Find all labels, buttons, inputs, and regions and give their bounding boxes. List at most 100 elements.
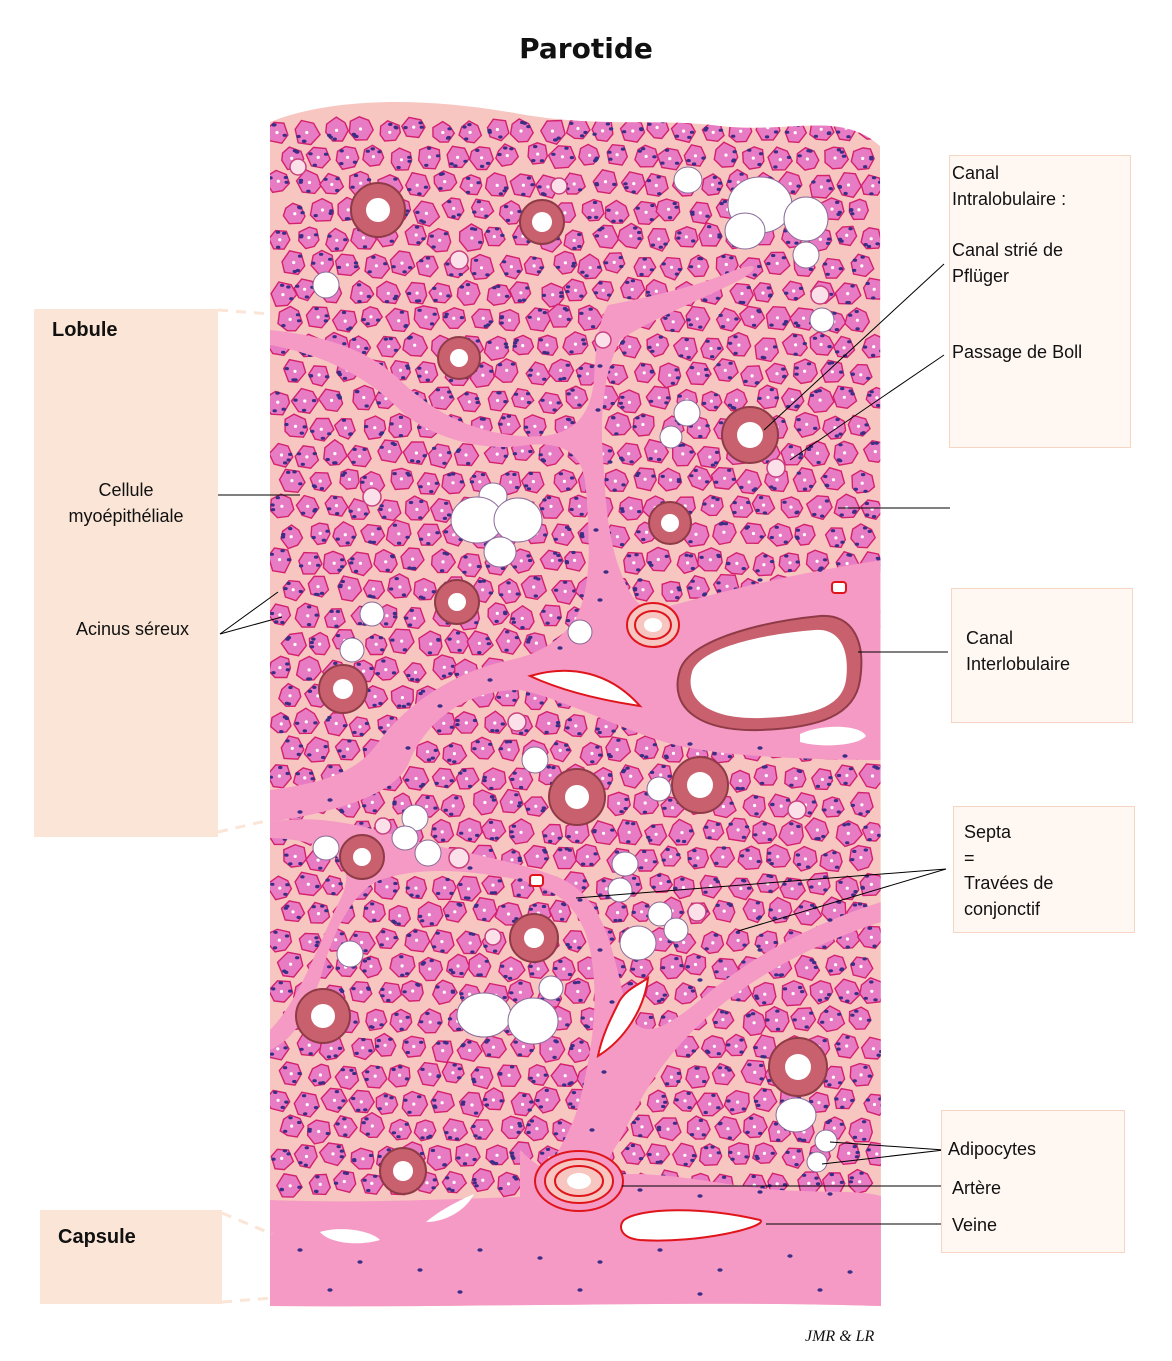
serous-acinus (414, 361, 439, 384)
serous-acinus (552, 846, 577, 870)
serous-acinus (700, 494, 724, 517)
serous-acinus (390, 685, 415, 710)
serous-acinus (809, 116, 835, 141)
serous-acinus (850, 253, 875, 278)
serous-acinus (581, 198, 605, 222)
connective-nucleus (847, 1270, 853, 1274)
serous-acinus (620, 171, 646, 195)
serous-acinus (792, 467, 817, 493)
serous-acinus (284, 413, 309, 438)
serous-acinus (270, 281, 298, 307)
serous-acinus (389, 359, 412, 381)
page-title: Parotide (519, 32, 653, 65)
serous-acinus (512, 334, 535, 356)
connective-nucleus (593, 528, 599, 532)
serous-acinus (442, 306, 467, 330)
serous-acinus (847, 414, 871, 437)
interlobular-label-1: Canal (966, 628, 1014, 648)
serous-acinus (457, 552, 483, 578)
serous-acinus (469, 253, 495, 281)
connective-nucleus (597, 1260, 603, 1264)
serous-acinus (536, 334, 559, 357)
serous-acinus (539, 119, 566, 146)
serous-acini (270, 113, 881, 1198)
serous-acinus (295, 494, 320, 520)
serous-acinus (553, 468, 578, 493)
serous-acinus (325, 116, 349, 142)
serous-acinus (686, 574, 711, 599)
serous-acinus (509, 173, 537, 198)
serous-acinus (672, 441, 697, 467)
serous-acinus (346, 444, 372, 468)
serous-acinus (362, 144, 385, 167)
serous-acinus (860, 227, 881, 250)
serous-acinus (495, 627, 522, 655)
connective-nucleus (597, 364, 603, 368)
serous-acinus (862, 277, 881, 300)
serous-acinus (309, 417, 335, 442)
serous-acinus (270, 229, 291, 250)
connective-nucleus (817, 1288, 823, 1292)
serous-acinus (686, 254, 710, 278)
connective-nucleus (637, 1188, 643, 1192)
serous-acinus (270, 603, 292, 626)
serous-acinus (415, 255, 439, 278)
serous-acinus (820, 466, 846, 491)
serous-acinus (282, 358, 307, 383)
striated-duct-label-2: Pflüger (952, 266, 1010, 286)
serous-acinus (270, 493, 295, 519)
serous-acinus (551, 523, 575, 547)
serous-acinus (270, 547, 292, 574)
serous-acinus (796, 146, 820, 171)
serous-acinus (470, 308, 494, 330)
serous-acinus (538, 494, 565, 519)
intralobular-label-1: Canal (952, 163, 1000, 183)
serous-acinus (339, 468, 360, 490)
serous-acinus (756, 384, 780, 410)
capsule-label: Capsule (58, 1226, 136, 1248)
serous-acinus (400, 116, 426, 139)
connective-nucleus (601, 1070, 607, 1074)
serous-acinus (659, 256, 683, 281)
serous-acinus (701, 390, 723, 412)
serous-acinus (365, 633, 388, 656)
connective-nucleus (817, 568, 823, 572)
serous-acinus (470, 198, 495, 220)
connective-nucleus (595, 408, 601, 412)
serous-acinus (433, 170, 458, 192)
serous-acinus (755, 113, 781, 141)
connective-nucleus (477, 1248, 483, 1252)
serous-acinus (348, 116, 374, 141)
striated-duct (379, 1147, 427, 1195)
serous-acinus (646, 333, 670, 358)
serous-acinus (295, 169, 323, 195)
intralobular-label-2: Intralobulaire : (952, 189, 1067, 209)
serous-acinus (324, 495, 349, 517)
serous-acinus (577, 253, 603, 280)
serous-acinus (458, 223, 485, 252)
serous-acinus (672, 336, 698, 362)
serous-acinus (564, 550, 586, 572)
serous-acinus (400, 547, 425, 572)
serous-acinus (453, 442, 480, 467)
serous-acinus (334, 253, 361, 277)
connective-nucleus (687, 586, 693, 590)
serous-acinus (645, 546, 672, 572)
serous-acinus (616, 442, 643, 466)
serous-acinus (281, 250, 306, 276)
serous-acinus (432, 120, 456, 143)
serous-acinus-label: Acinus séreux (76, 619, 190, 639)
myoepithelial-cell-label-1: Cellule (98, 480, 154, 500)
serous-acinus (792, 358, 819, 385)
serous-acinus (702, 819, 725, 841)
serous-acinus (835, 225, 858, 247)
serous-acinus (821, 257, 845, 279)
serous-acinus (729, 495, 754, 519)
serous-acinus (487, 602, 510, 626)
serous-acinus (809, 174, 836, 199)
serous-acinus (698, 221, 723, 247)
serous-acinus (389, 250, 416, 277)
serous-acinus (602, 252, 626, 274)
serous-acinus (270, 442, 294, 468)
connective-nucleus (827, 1192, 833, 1196)
